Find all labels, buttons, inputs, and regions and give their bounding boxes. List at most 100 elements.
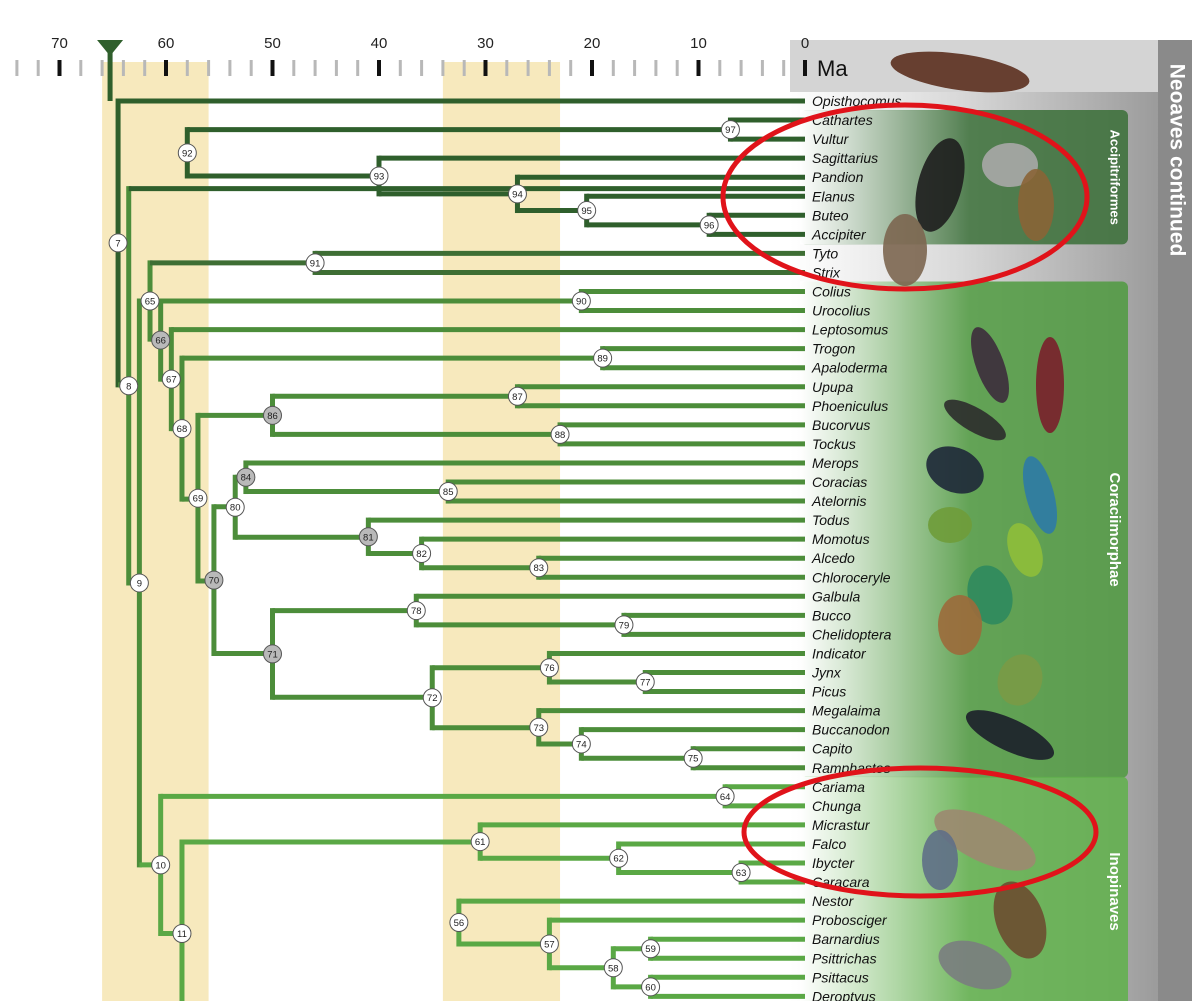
axis-tick [548,60,551,76]
node-label: 11 [177,929,187,940]
node-label: 77 [640,678,651,689]
axis-tick [271,60,275,76]
axis-tick [527,60,530,76]
node-label: 85 [443,487,454,498]
node-label: 67 [166,375,177,386]
axis-tick [164,60,168,76]
axis-tick [569,60,572,76]
axis-tick [79,60,82,76]
node-label: 90 [576,297,587,308]
node-label: 8 [126,381,131,392]
axis-tick [122,60,125,76]
node-label: 68 [177,424,188,435]
taxon-label: Chloroceryle [812,569,891,585]
taxon-label: Capito [812,741,853,757]
taxon-label: Merops [812,455,859,471]
axis-tick-label: 60 [158,35,175,52]
axis-tick [143,60,146,76]
taxon-label: Psittrichas [812,950,877,966]
taxon-label: Deroptyus [812,988,876,1001]
axis-tick [633,60,636,76]
node-label: 81 [363,532,374,543]
taxon-label: Chunga [812,798,861,814]
node-label: 80 [230,503,241,514]
axis-tick [782,60,785,76]
node-label: 9 [137,578,142,589]
node-label: 97 [725,125,736,136]
bird-illustration [1018,169,1054,241]
axis-tick [314,60,317,76]
taxon-label: Psittacus [812,969,869,985]
axis-tick [803,60,807,76]
taxon-label: Chelidoptera [812,626,892,642]
taxon-label: Apaloderma [811,360,888,376]
taxon-label: Vultur [812,131,850,147]
axis-tick [15,60,18,76]
axis-tick [590,60,594,76]
node-label: 69 [193,494,204,505]
node-label: 94 [512,189,523,200]
taxon-label: Atelornis [811,493,866,509]
taxon-label: Elanus [812,188,855,204]
taxon-label: Sagittarius [812,150,878,166]
axis-tick [399,60,402,76]
axis-tick-label: 50 [264,35,281,52]
clade-label: Inopinaves [1106,852,1123,930]
axis-tick [740,60,743,76]
axis-tick [356,60,359,76]
node-label: 91 [310,258,321,269]
node-label: 88 [555,430,566,441]
node-label: 96 [704,220,715,231]
taxon-label: Indicator [812,645,867,661]
node-label: 64 [720,792,731,803]
node-label: 63 [736,868,747,879]
axis-tick [654,60,657,76]
taxon-label: Megalaima [812,703,881,719]
axis-tick [292,60,295,76]
axis-tick [58,60,62,76]
taxon-label: Probosciger [812,912,888,928]
axis-tick [207,60,210,76]
taxon-label: Galbula [812,588,860,604]
taxon-label: Trogon [812,341,856,357]
axis-tick [228,60,231,76]
node-label: 83 [533,563,544,574]
node-label: 65 [145,297,156,308]
bird-illustration [928,507,972,543]
taxon-label: Jynx [811,665,842,681]
node-label: 62 [613,854,624,865]
bird-illustration [938,595,982,655]
panel-title: Neoaves continued [1165,64,1188,257]
axis-tick-label: 30 [477,35,494,52]
axis-tick [484,60,488,76]
bird-illustration [1036,337,1064,433]
axis-tick [697,60,701,76]
taxon-label: Upupa [812,379,853,395]
axis-tick [463,60,466,76]
taxon-label: Buccanodon [812,722,890,738]
node-label: 66 [155,336,166,347]
node-label: 87 [512,392,523,403]
taxon-label: Buteo [812,207,849,223]
axis-tick [37,60,40,76]
node-label: 74 [576,739,587,750]
node-label: 84 [241,473,252,484]
node-label: 71 [267,649,278,660]
node-label: 82 [416,549,427,560]
axis-tick-label: 10 [690,35,707,52]
axis-tick-label: 40 [371,35,388,52]
axis-tick-label: 70 [51,35,68,52]
taxon-label: Bucco [812,607,851,623]
node-label: 72 [427,693,438,704]
node-label: 92 [182,148,193,159]
taxon-label: Pandion [812,169,864,185]
node-label: 7 [115,238,120,249]
node-label: 56 [454,918,465,929]
node-label: 10 [155,860,166,871]
taxon-label: Picus [812,684,846,700]
axis-tick [420,60,423,76]
axis-tick [377,60,381,76]
axis-tick [718,60,721,76]
bird-illustration [883,214,927,286]
